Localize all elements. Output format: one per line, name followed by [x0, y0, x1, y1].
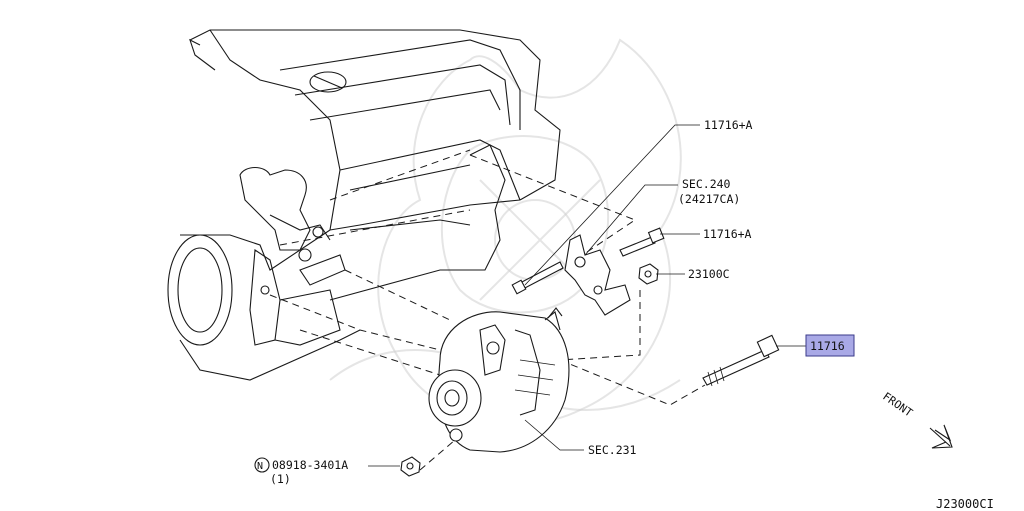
bolt-upper [511, 261, 564, 295]
callout-sec-231: SEC.231 [588, 443, 637, 457]
front-arrow-icon [931, 424, 953, 449]
nut-23100c [638, 263, 659, 285]
callout-11716-label: 11716 [810, 339, 845, 353]
leader-lines [368, 124, 806, 467]
callout-11716-a-top: 11716+A [704, 118, 753, 132]
callout-11716-a-right: 11716+A [703, 227, 752, 241]
callout-11716-highlighted[interactable]: 11716 [805, 334, 855, 357]
front-indicator: FRONT [880, 390, 953, 449]
callout-sec-240: SEC.240 [682, 177, 731, 191]
callout-24217ca: (24217CA) [678, 192, 740, 206]
nut-08918 [400, 456, 421, 477]
front-label: FRONT [880, 390, 915, 420]
callout-quantity: (1) [270, 472, 291, 486]
bolt-right [619, 227, 665, 257]
callout-08918-label: 08918-3401A [272, 458, 348, 472]
long-bolt-11716 [702, 334, 780, 387]
assembly-lines [269, 149, 706, 471]
callout-23100c: 23100C [688, 267, 730, 281]
alternator [428, 307, 570, 453]
callout-08918: N 08918-3401A (1) [254, 457, 348, 486]
alternator-bracket [564, 234, 631, 316]
n-mark: N [257, 461, 263, 472]
diagram-code: J23000CI [936, 497, 994, 511]
